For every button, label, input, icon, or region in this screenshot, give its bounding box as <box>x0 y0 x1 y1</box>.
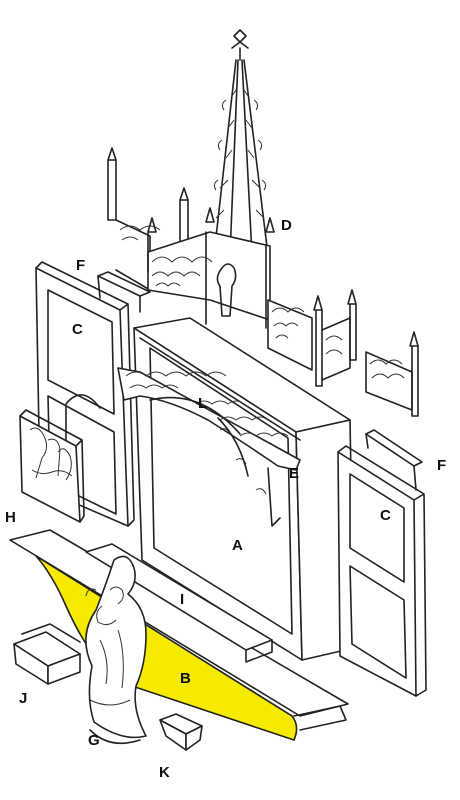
label-F-right: F <box>437 457 447 474</box>
label-E: E <box>289 465 300 482</box>
relief-panel <box>19 409 85 523</box>
label-I: I <box>180 591 185 608</box>
canopy-body <box>147 207 275 329</box>
side-post-left <box>97 271 151 313</box>
label-F-left: F <box>76 257 86 274</box>
label-G: G <box>88 732 100 749</box>
base-block <box>13 623 81 685</box>
label-D: D <box>281 217 292 234</box>
right-wing <box>337 445 427 697</box>
pedestal <box>159 713 203 751</box>
label-C-left: C <box>72 321 83 338</box>
label-C-right: C <box>380 507 391 524</box>
label-A: A <box>232 537 243 554</box>
label-L: L <box>198 395 208 412</box>
label-H: H <box>5 509 16 526</box>
madonna-statue <box>85 555 147 745</box>
label-B: B <box>180 670 191 687</box>
label-J: J <box>19 690 28 707</box>
side-post-right <box>365 429 423 491</box>
canopy-spire <box>213 29 269 256</box>
crest-right <box>267 289 419 417</box>
tracery-arch <box>117 367 301 527</box>
label-K: K <box>159 764 170 781</box>
